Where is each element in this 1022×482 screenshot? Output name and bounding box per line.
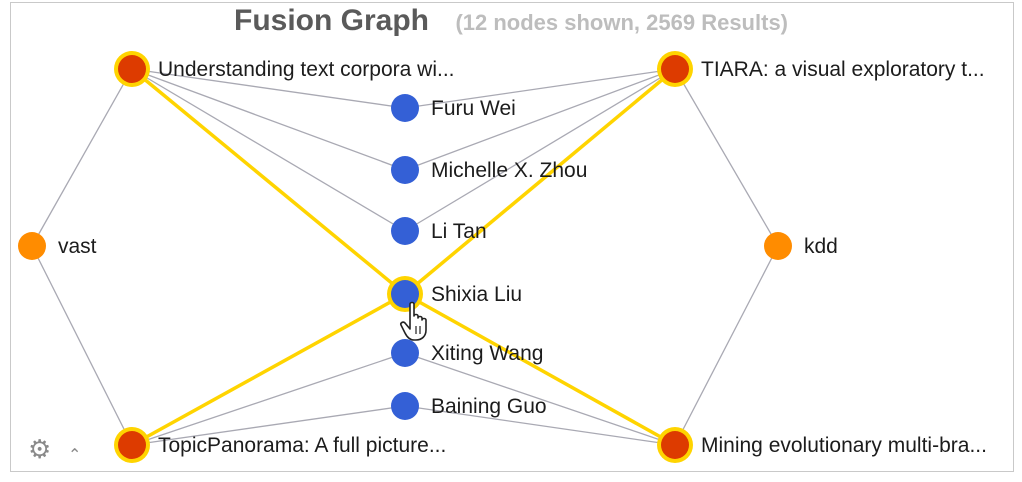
graph-title: Fusion Graph: [234, 4, 429, 37]
edge-v1-p3: [31, 245, 133, 446]
edge-p4-a5: [404, 352, 676, 446]
node-label: TIARA: a visual exploratory t...: [701, 58, 985, 81]
edge-p4-a6: [404, 405, 676, 446]
edge-p1-a1: [131, 68, 406, 109]
node-label: Xiting Wang: [431, 342, 543, 365]
edge-p1-a2: [131, 68, 406, 171]
edge-p2-a1: [404, 68, 676, 109]
node-label: Understanding text corpora wi...: [158, 58, 454, 81]
node-a2[interactable]: Michelle X. Zhou: [391, 156, 587, 184]
graph-header: Fusion Graph (12 nodes shown, 2569 Resul…: [0, 4, 1022, 38]
edge-v2-p2: [674, 68, 779, 247]
edge-p4-a4: [404, 292, 676, 447]
edge-p2-a4: [403, 67, 677, 296]
node-a5[interactable]: Xiting Wang: [391, 339, 543, 367]
highlighted-edge-layer: [130, 67, 677, 447]
edge-p3-a6: [131, 405, 406, 446]
node-marker: [118, 55, 146, 83]
node-label: kdd: [804, 235, 838, 258]
node-label: Michelle X. Zhou: [431, 159, 587, 182]
graph-result-count: (12 nodes shown, 2569 Results): [455, 10, 788, 35]
edge-p1-a4: [130, 67, 407, 296]
node-v1[interactable]: vast: [18, 232, 97, 260]
chevron-up-icon[interactable]: ⌃: [68, 447, 82, 464]
node-marker: [391, 94, 419, 122]
node-label: Baining Guo: [431, 395, 547, 418]
graph-panel: [10, 2, 1014, 472]
node-p4[interactable]: Mining evolutionary multi-bra...: [657, 427, 987, 463]
node-marker: [18, 232, 46, 260]
node-p2[interactable]: TIARA: a visual exploratory t...: [657, 51, 985, 87]
edge-p1-a3: [131, 68, 406, 232]
node-marker: [118, 431, 146, 459]
node-label: Mining evolutionary multi-bra...: [701, 434, 987, 457]
edge-p2-a3: [404, 68, 676, 232]
edge-p2-a2: [404, 68, 676, 171]
node-a6[interactable]: Baining Guo: [391, 392, 547, 420]
node-marker: [391, 339, 419, 367]
node-marker: [391, 217, 419, 245]
node-a3[interactable]: Li Tan: [391, 217, 487, 245]
node-marker: [764, 232, 792, 260]
node-marker: [391, 392, 419, 420]
node-label: TopicPanorama: A full picture...: [158, 434, 446, 457]
edge-p3-a4: [131, 292, 406, 447]
node-marker: [661, 55, 689, 83]
node-p3[interactable]: TopicPanorama: A full picture...: [114, 427, 446, 463]
node-label: Furu Wei: [431, 97, 516, 120]
node-marker: [661, 431, 689, 459]
node-label: Li Tan: [431, 220, 487, 243]
node-label: Shixia Liu: [431, 283, 522, 306]
edge-p3-a5: [131, 352, 406, 446]
node-a4[interactable]: Shixia Liu: [387, 276, 522, 312]
node-marker: [391, 156, 419, 184]
node-layer: Understanding text corpora wi... TIARA: a…: [18, 51, 987, 463]
edge-v2-p4: [674, 245, 779, 446]
node-p1[interactable]: Understanding text corpora wi...: [114, 51, 454, 87]
node-marker: [391, 280, 419, 308]
edge-layer: [31, 68, 779, 446]
edge-v1-p1: [31, 68, 133, 247]
gear-icon[interactable]: ⚙: [28, 434, 52, 464]
node-v2[interactable]: kdd: [764, 232, 838, 260]
hand-pointer-icon: [400, 301, 427, 341]
node-label: vast: [58, 235, 97, 258]
node-a1[interactable]: Furu Wei: [391, 94, 516, 122]
